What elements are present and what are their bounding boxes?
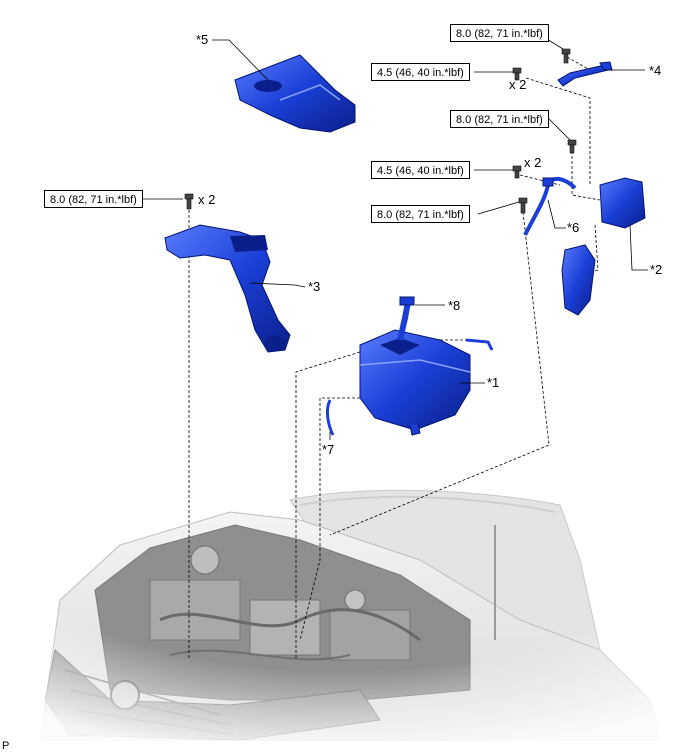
torque-spec-label: 8.0 (82, 71 in.*lbf)	[450, 110, 549, 128]
callout-label: *7	[322, 442, 335, 457]
ecu-part	[561, 177, 646, 316]
hose-part	[397, 296, 415, 341]
callout-label: *2	[650, 262, 663, 277]
quantity-label: x 2	[509, 77, 527, 92]
air-cleaner-part	[359, 329, 471, 436]
callout-label: *1	[487, 375, 500, 390]
engine-cover-part	[234, 54, 356, 133]
bolt-icon	[184, 48, 577, 214]
quantity-label: x 2	[198, 192, 216, 207]
callout-label: *4	[649, 63, 662, 78]
torque-spec-label: 8.0 (82, 71 in.*lbf)	[371, 205, 470, 223]
torque-spec-label: 8.0 (82, 71 in.*lbf)	[44, 190, 143, 208]
callout-label: *8	[448, 298, 461, 313]
callout-label: *6	[567, 220, 580, 235]
quantity-label: x 2	[524, 155, 542, 170]
torque-spec-label: 4.5 (46, 40 in.*lbf)	[371, 161, 470, 179]
vehicle-engine-bay	[0, 489, 688, 755]
figure-code: P	[2, 740, 10, 752]
wire-harness-part	[523, 176, 577, 236]
torque-spec-label: 4.5 (46, 40 in.*lbf)	[371, 63, 470, 81]
callout-label: *5	[196, 32, 209, 47]
callout-label: *3	[308, 279, 321, 294]
leader-lines	[140, 32, 648, 440]
sensor-wire-part	[325, 338, 494, 436]
air-duct-part	[164, 224, 291, 353]
torque-spec-label: 8.0 (82, 71 in.*lbf)	[450, 24, 549, 42]
bracket-part	[557, 61, 613, 87]
